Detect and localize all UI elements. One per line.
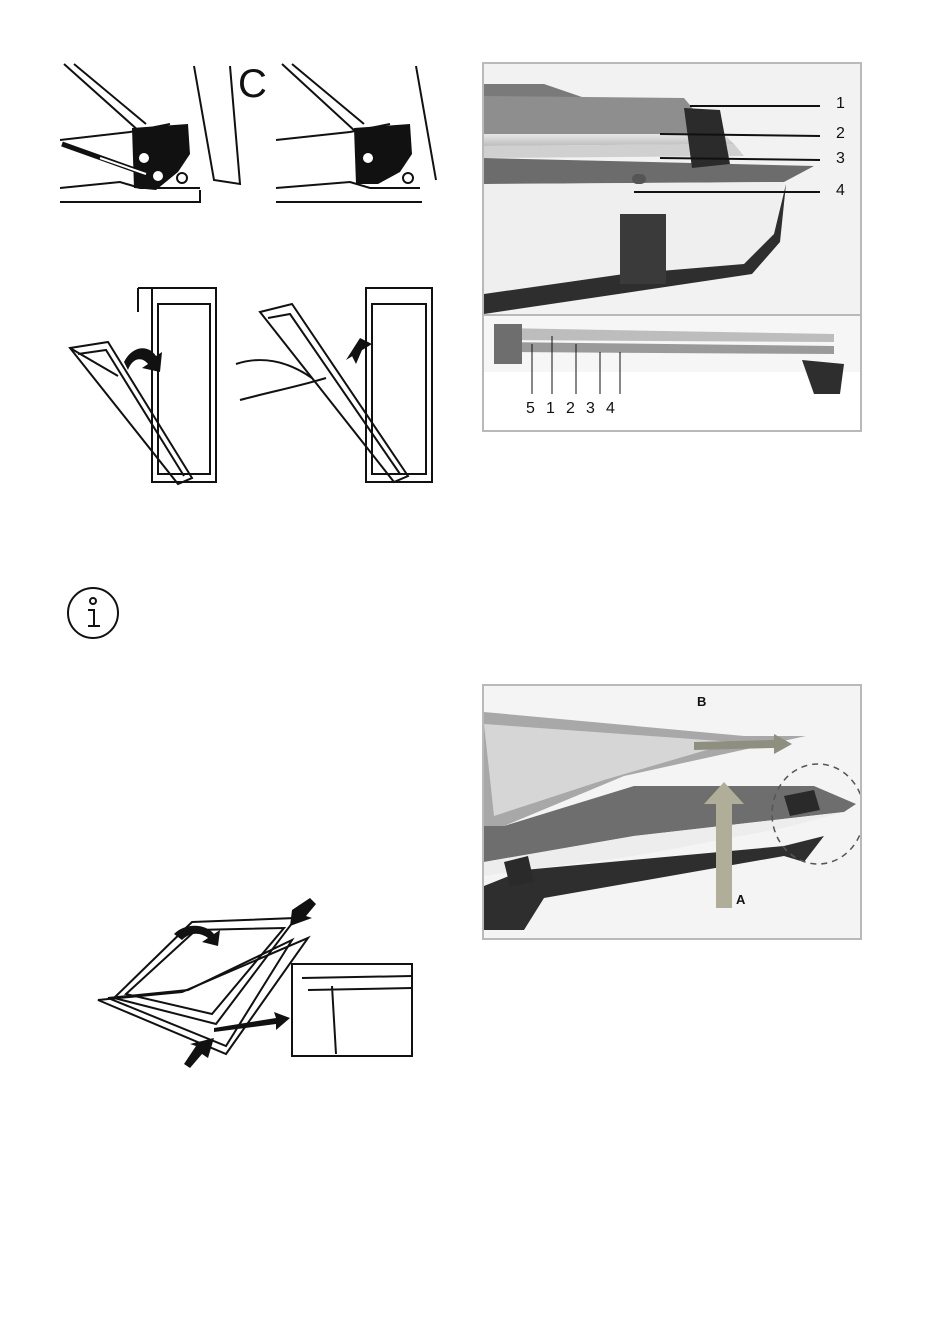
legend-1: 1: [546, 400, 566, 418]
callout-2: 2: [836, 126, 845, 142]
glass-clip-figure: [96, 894, 416, 1070]
legend-5: 5: [526, 400, 546, 418]
step-letter: C: [238, 64, 267, 104]
callout-4: 4: [836, 183, 845, 199]
door-layers-figure: [482, 62, 862, 432]
callout-1: 1: [836, 96, 845, 112]
legend-4: 4: [606, 400, 626, 418]
door-removal-figure: [60, 282, 444, 492]
info-icon: [66, 586, 120, 640]
callout-3: 3: [836, 151, 845, 167]
glass-lift-figure: [482, 684, 862, 940]
legend-3: 3: [586, 400, 606, 418]
legend-2: 2: [566, 400, 586, 418]
label-a: A: [736, 892, 745, 907]
label-b: B: [697, 694, 706, 709]
